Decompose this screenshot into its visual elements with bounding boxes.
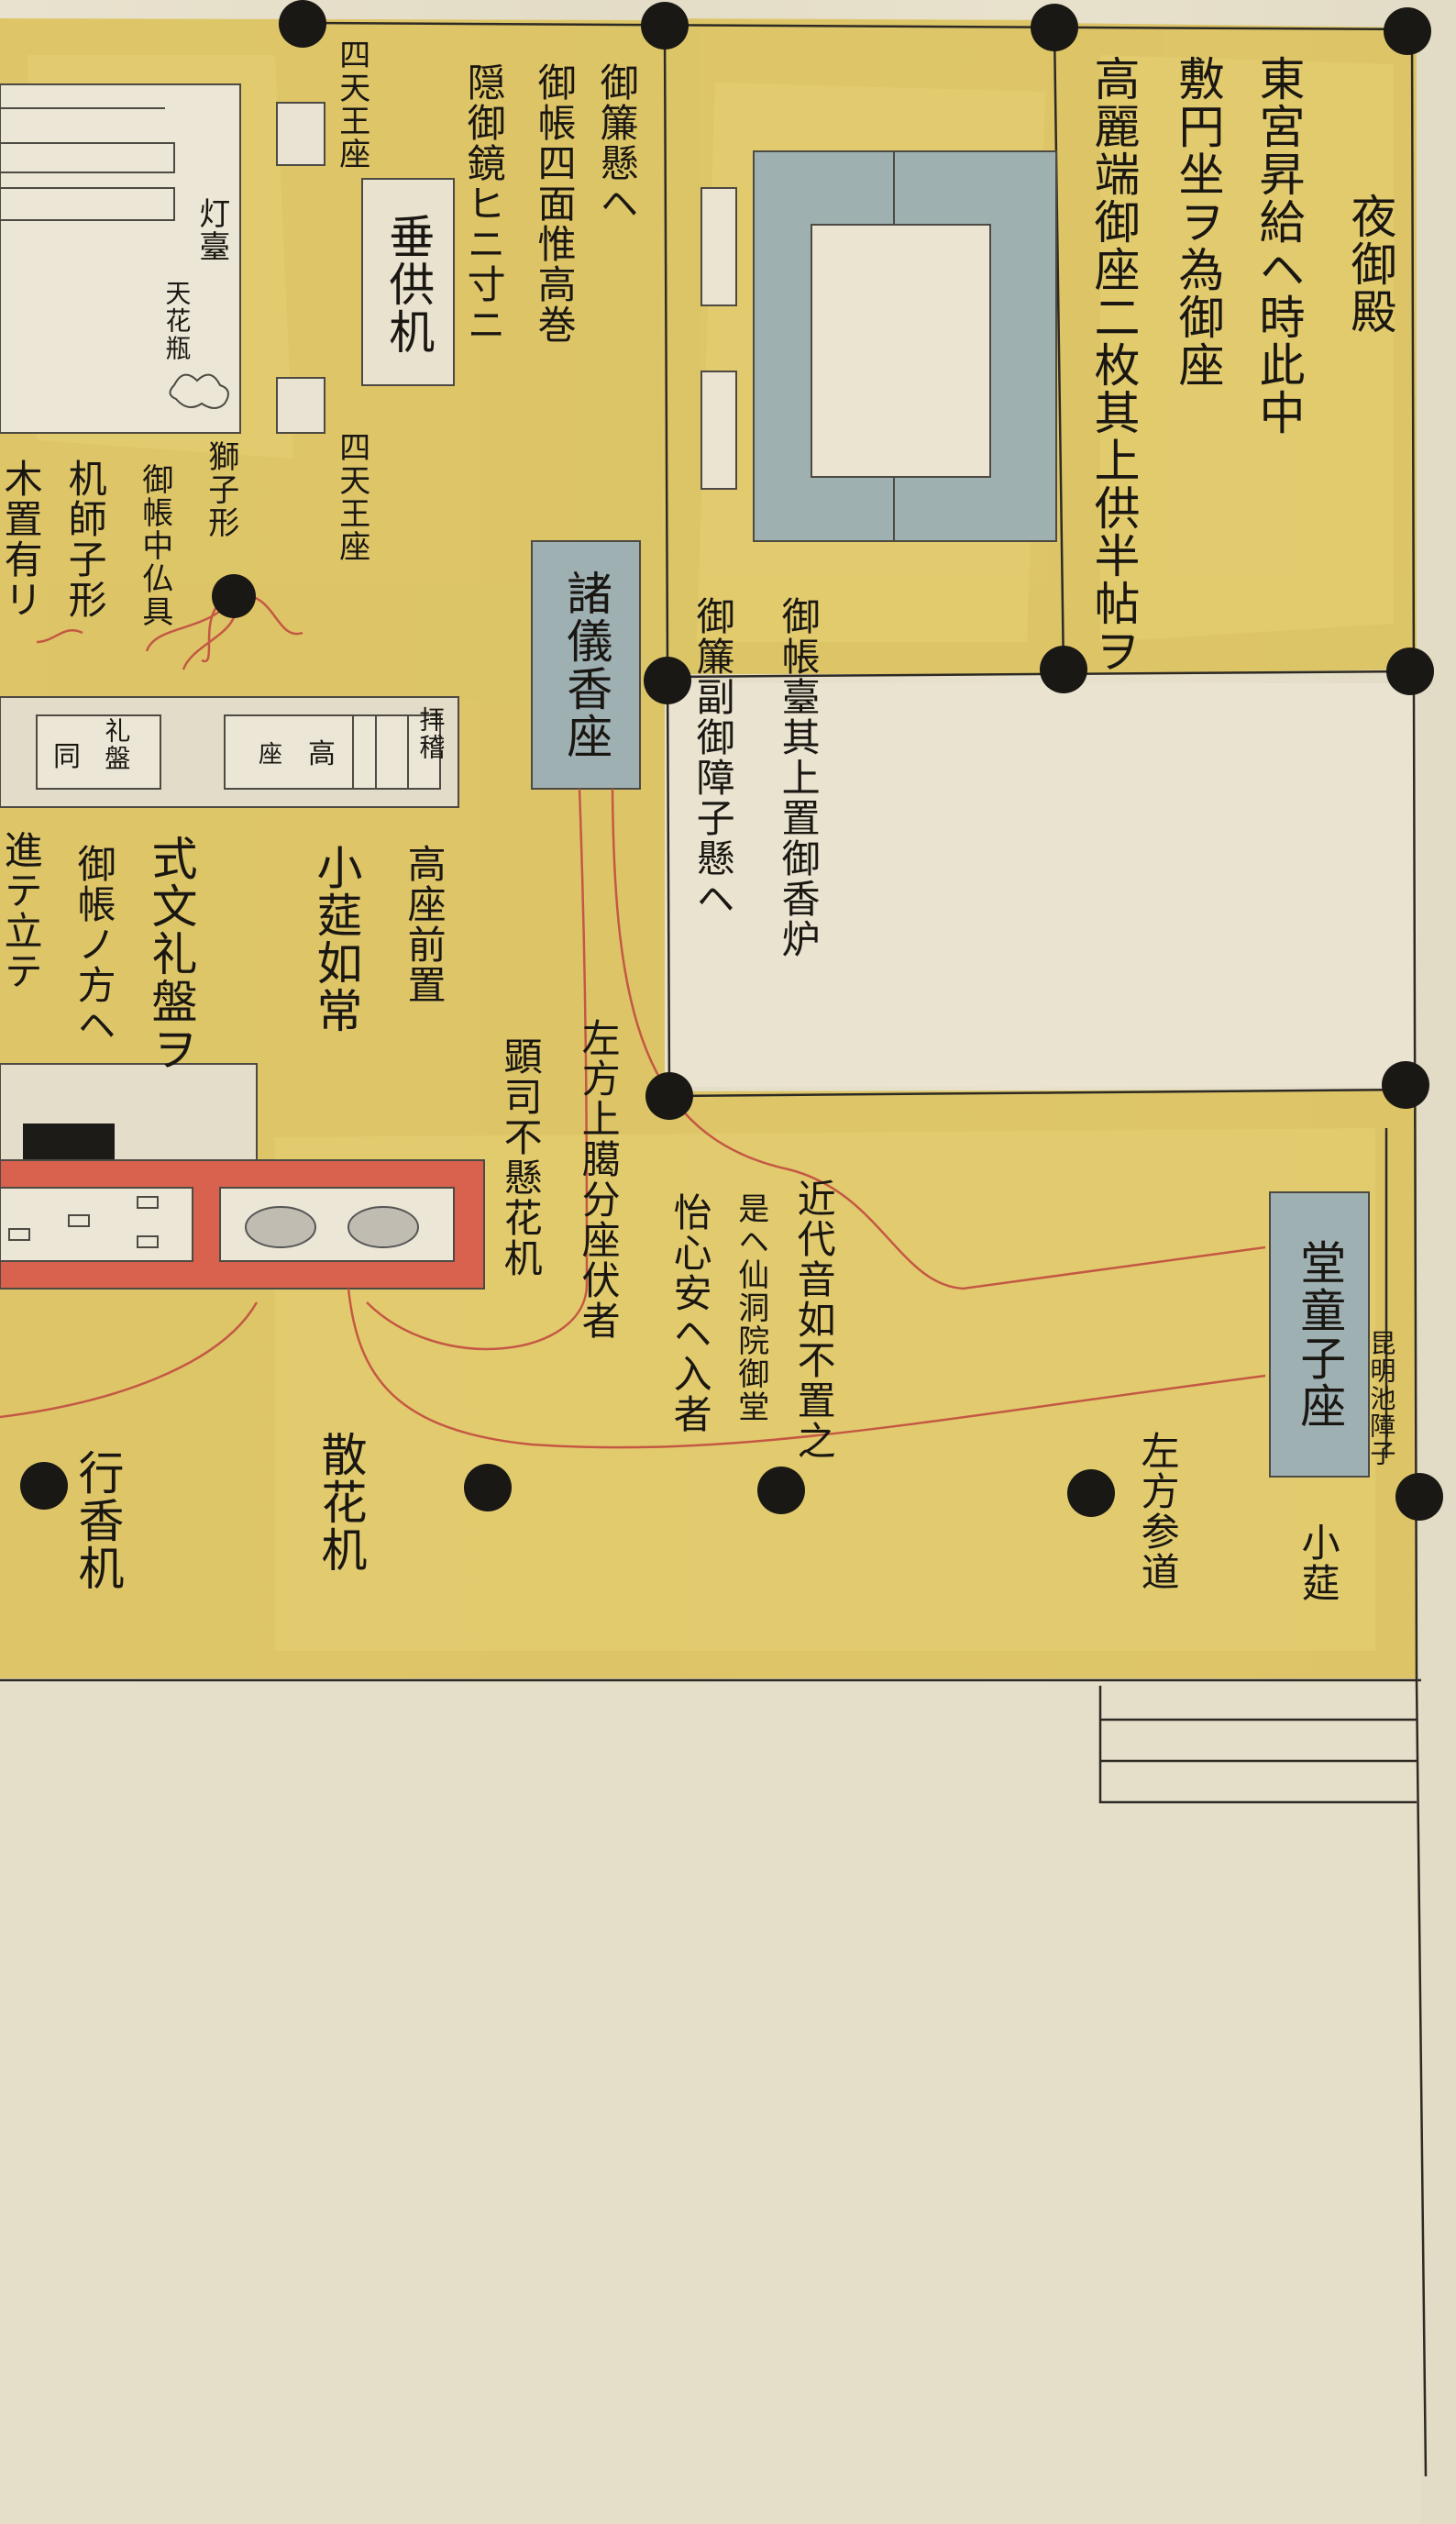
label-kuge: 垂供机: [381, 213, 436, 356]
label-ishin: 怡心安ヘ入者: [667, 1192, 713, 1434]
label-east-2: 敷円坐ヲ為御座: [1171, 55, 1225, 389]
label-yoru-gyoden: 夜御殿: [1343, 193, 1397, 336]
label-koniwa-2: 小莚: [1296, 1522, 1341, 1603]
label-rei: 礼盤: [101, 717, 132, 772]
label-east-3: 高麗端御座二枚其上供半帖ヲ: [1086, 55, 1141, 675]
label-sahou-2: 左方参道: [1135, 1431, 1181, 1592]
label-mitobari: 御帳四面惟高巻: [532, 62, 578, 345]
label-sahou-1: 左方上臈分座伏者: [576, 1018, 622, 1341]
pillars: [20, 0, 1443, 1521]
label-tenkagan: 天花瓶: [161, 280, 193, 362]
label-gyocho-kata: 御帳ノ方ヘ: [72, 844, 117, 1046]
label-gyocho-1: 御帳中仏具: [136, 463, 173, 628]
label-gyocho-2: 机師子形: [62, 459, 108, 620]
label-shiki: 式文礼盤ヲ: [144, 835, 198, 1073]
label-east-1: 東宮昇給ヘ時此中: [1252, 55, 1306, 437]
label-misu: 御簾懸ヘ: [594, 62, 640, 224]
label-kou: 高: [308, 738, 336, 770]
label-sange: 散花机: [314, 1431, 368, 1574]
label-tatami-1: 御帳臺其上置御香炉: [776, 596, 822, 959]
label-sentoin: 是ヘ仙洞院御堂: [732, 1192, 769, 1423]
label-shoshiki: 諸儀香座: [559, 570, 613, 760]
label-shitenza-top: 四天王座: [333, 39, 370, 171]
label-toudai: 灯臺: [193, 197, 230, 263]
label-ji: 同: [53, 741, 81, 773]
label-susumu: 進テ立テ: [0, 830, 44, 991]
label-kindai: 近代音如不置之: [791, 1179, 837, 1461]
label-shishi: 獅子形: [202, 440, 239, 539]
label-misho: 昆明池障子: [1366, 1330, 1397, 1467]
label-tatami-2: 御簾副御障子懸ヘ: [690, 596, 736, 919]
label-koniwa-1: 小莚如常: [309, 844, 363, 1035]
unpainted-room: [665, 683, 1417, 1087]
label-haidan: 拝稽: [415, 706, 447, 761]
label-shitenza-bottom: 四天王座: [333, 431, 370, 563]
label-za: 座: [259, 741, 283, 769]
label-gyocho-3: 木置有リ: [0, 459, 44, 620]
label-kouza: 高座前置: [402, 844, 447, 1005]
label-kumon: 顕司不懸花机: [498, 1036, 544, 1279]
label-douji: 堂童子座: [1293, 1239, 1347, 1430]
structure-lines: [0, 21, 1428, 2477]
label-kagami: 隠御鏡ヒニ寸ニ: [461, 62, 507, 345]
label-gyoko: 行香机: [71, 1449, 125, 1592]
